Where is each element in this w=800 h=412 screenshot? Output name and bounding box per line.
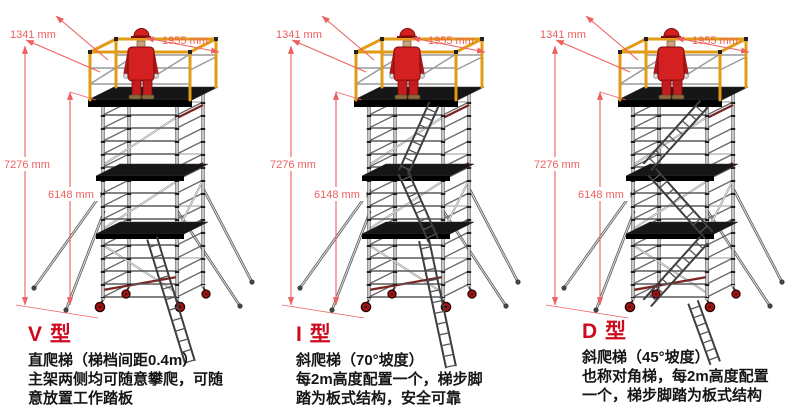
tower-illustration-d: 1341 mm 1955 mm 7276 mm 6148 mm	[530, 0, 800, 366]
diagonal-stair	[642, 99, 709, 172]
tower-section-v: 1341 mm 1955 mm 7276 mm 6148 mm V 型 直爬梯（…	[0, 0, 270, 412]
tower-illustration-i: 1341 mm 1955 mm 7276 mm 6148 mm	[266, 0, 536, 370]
dimension-platform-depth: 1341 mm	[540, 29, 586, 41]
tower-desc-line: 斜爬梯（70°坡度）	[296, 352, 424, 369]
tower-type-title-v: V 型	[28, 323, 72, 346]
tower-caption-d: D 型 斜爬梯（45°坡度） 也称对角梯，每2m高度配置 一个，梯步脚踏为板式结…	[582, 315, 769, 405]
dimension-platform-height: 6148 mm	[314, 189, 360, 201]
tower-desc-line: 主架两侧均可随意攀爬，可随	[28, 371, 224, 388]
inclined-ladder	[397, 100, 440, 176]
tower-illustration-v: 1341 mm 1955 mm 7276 mm 6148 mm	[0, 0, 270, 365]
tower-desc-line: 一个，梯步脚踏为板式结构	[582, 387, 763, 404]
dimension-overall-height: 7276 mm	[270, 159, 316, 171]
dimension-platform-length: 1955 mm	[692, 35, 738, 47]
tower-type-title-i: I 型	[296, 323, 332, 346]
tower-section-d: 1341 mm 1955 mm 7276 mm 6148 mm D 型 斜爬梯（…	[530, 0, 800, 412]
tower-caption-v: V 型 直爬梯（梯档间距0.4m） 主架两侧均可随意攀爬，可随 意放置工作踏板	[28, 318, 223, 408]
tower-desc-line: 踏为板式结构，安全可靠	[296, 390, 462, 407]
dimension-overall-height: 7276 mm	[4, 159, 50, 171]
dimension-overall-height: 7276 mm	[534, 159, 580, 171]
dimension-platform-height: 6148 mm	[48, 189, 94, 201]
tower-desc-line: 意放置工作踏板	[28, 390, 134, 407]
dimension-platform-length: 1955 mm	[162, 35, 208, 47]
tower-desc-line: 斜爬梯（45°坡度）	[582, 349, 710, 366]
tower-type-title-d: D 型	[582, 320, 627, 343]
tower-desc-line: 直爬梯（梯档间距0.4m）	[28, 352, 198, 369]
tower-desc-line: 也称对角梯，每2m高度配置	[582, 368, 769, 385]
dimension-platform-length: 1955 mm	[428, 35, 474, 47]
tower-desc-line: 每2m高度配置一个，梯步脚	[296, 371, 483, 388]
dimension-platform-height: 6148 mm	[578, 189, 624, 201]
tower-section-i: 1341 mm 1955 mm 7276 mm 6148 mm I 型 斜爬梯（…	[266, 0, 536, 412]
dimension-platform-depth: 1341 mm	[10, 29, 56, 41]
tower-caption-i: I 型 斜爬梯（70°坡度） 每2m高度配置一个，梯步脚 踏为板式结构，安全可靠	[296, 318, 483, 408]
dimension-platform-depth: 1341 mm	[276, 29, 322, 41]
